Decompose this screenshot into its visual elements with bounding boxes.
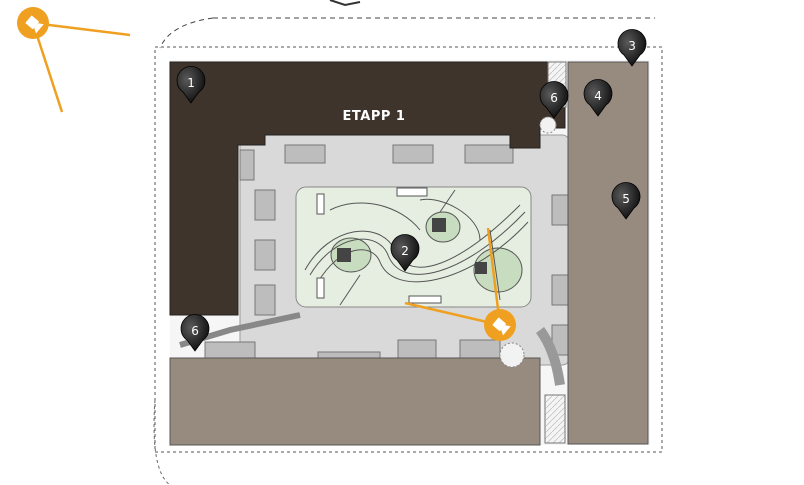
bench — [396, 187, 428, 197]
building-etapp-label: ETAPP 1 — [343, 109, 406, 124]
map-pin-label: 1 — [187, 76, 195, 90]
building-etapp-1[interactable] — [169, 61, 566, 316]
bench — [316, 277, 325, 299]
map-pin-marker — [611, 182, 641, 220]
map-pin-label: 3 — [628, 39, 636, 53]
camera-corner-view-lines — [31, 21, 131, 113]
map-pin-label: 4 — [594, 89, 602, 103]
map-pin-marker — [583, 79, 613, 117]
camera-view-icon[interactable] — [484, 309, 516, 341]
bench — [316, 193, 325, 215]
map-pin-m6a[interactable]: 6 — [539, 81, 569, 119]
map-pin-marker — [539, 81, 569, 119]
building-south[interactable] — [169, 357, 541, 446]
map-pin-m1[interactable]: 1 — [176, 66, 206, 104]
walkway — [535, 327, 565, 386]
map-pin-marker — [617, 29, 647, 67]
map-pin-label: 6 — [550, 91, 558, 105]
map-pin-marker — [176, 66, 206, 104]
planting-island — [473, 247, 523, 293]
map-pin-m2[interactable]: 2 — [390, 234, 420, 272]
stairs — [544, 394, 566, 444]
picnic-table — [432, 218, 446, 232]
building-east[interactable] — [567, 61, 649, 445]
camera-main-view-lines — [404, 227, 502, 327]
fragment-line — [329, 0, 361, 7]
camera-view-icon[interactable] — [17, 7, 49, 39]
map-pin-m3[interactable]: 3 — [617, 29, 647, 67]
map-pin-label: 5 — [622, 192, 630, 206]
tree — [499, 342, 525, 368]
map-pin-m5[interactable]: 5 — [611, 182, 641, 220]
map-pin-label: 2 — [401, 244, 409, 258]
map-pin-marker — [180, 314, 210, 352]
site-boundary — [154, 46, 663, 453]
bench — [408, 295, 442, 304]
site-boundary-dashed — [159, 17, 655, 49]
map-pin-label: 6 — [191, 324, 199, 338]
map-pin-marker — [390, 234, 420, 272]
site-boundary-curve — [153, 399, 171, 485]
map-pin-m4[interactable]: 4 — [583, 79, 613, 117]
picnic-table — [475, 262, 487, 274]
map-pin-m6b[interactable]: 6 — [180, 314, 210, 352]
picnic-table — [337, 248, 351, 262]
tree — [539, 116, 557, 134]
